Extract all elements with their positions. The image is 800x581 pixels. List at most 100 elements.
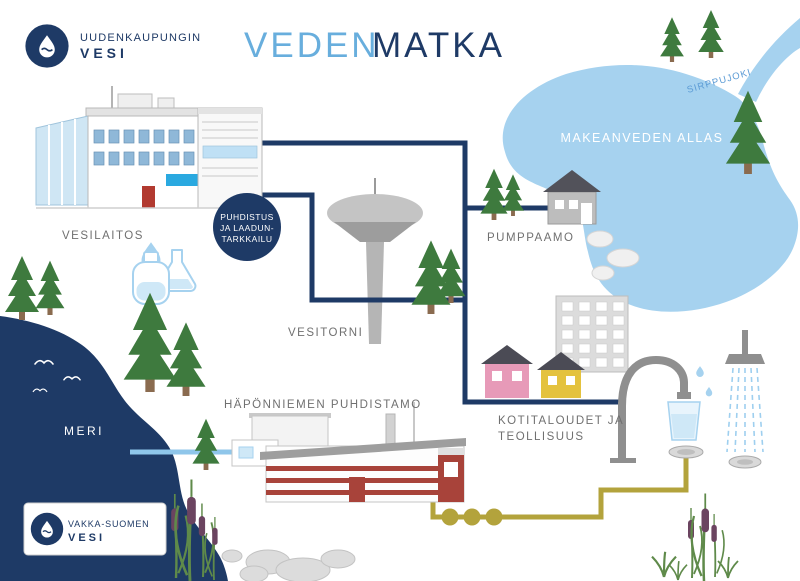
badge-line1: PUHDISTUS <box>220 212 274 222</box>
title-word2: MATKA <box>372 26 505 65</box>
house-wall <box>485 364 529 398</box>
house-window <box>512 371 522 381</box>
industry-windows <box>561 301 625 368</box>
tree-icon <box>480 168 508 220</box>
brand-top: UUDENKAUPUNGIN VESI <box>24 23 201 69</box>
floor-drain-inner <box>677 449 695 455</box>
drop-icon <box>705 386 713 397</box>
plant-door <box>349 477 365 502</box>
floor-drain-inner <box>737 459 753 465</box>
page-title: VEDEN MATKA <box>244 26 505 65</box>
red-door <box>142 186 155 208</box>
bottle-liquid <box>136 282 166 301</box>
brand-top-name: UUDENKAUPUNGIN <box>80 32 201 44</box>
tap-stand <box>618 402 626 462</box>
blue-sign <box>166 174 198 186</box>
tree-icon <box>166 322 206 396</box>
brand-bottom: VAKKA-SUOMEN VESI <box>23 502 167 556</box>
right-block-parapet <box>198 108 262 114</box>
yellow-house <box>537 352 585 398</box>
station-window <box>555 200 564 209</box>
station-roof <box>543 170 601 192</box>
brick-stripe <box>266 466 464 471</box>
house-roof <box>537 352 585 370</box>
roof-unit <box>117 93 153 109</box>
shower-spray <box>726 367 764 453</box>
brand-top-vesi: VESI <box>80 45 128 61</box>
grass-icon <box>650 550 678 579</box>
pink-house <box>481 345 533 398</box>
lake-stones <box>586 230 640 281</box>
slanted-roof <box>260 438 466 460</box>
badge-line3: TARKKAILU <box>221 234 272 244</box>
house-roof <box>481 345 533 364</box>
glass-water <box>671 414 697 438</box>
brand-bottom-box <box>23 502 167 556</box>
stone-icon <box>586 230 614 248</box>
house-window <box>548 376 557 385</box>
drop-icon <box>696 366 704 378</box>
badge-line2: JA LAADUN- <box>220 223 274 233</box>
tree-icon <box>192 418 220 470</box>
treatment-plant-label: HÄPÖNNIEMEN PUHDISTAMO <box>224 399 422 411</box>
tree-icon <box>501 174 525 216</box>
brand-bottom-vesi: VESI <box>68 532 105 544</box>
households-label-line1: KOTITALOUDET JA <box>498 415 624 427</box>
sewage-pump-icon <box>463 508 481 526</box>
river-channel <box>738 18 800 102</box>
tower-stem <box>366 242 384 344</box>
window-row <box>93 129 195 166</box>
brand-bottom-name: VAKKA-SUOMEN <box>68 519 149 529</box>
tree-icon <box>660 17 684 62</box>
shower-pipe <box>742 330 748 354</box>
tree-icon <box>123 292 177 392</box>
outfall-window <box>238 446 254 459</box>
utility-logo-icon <box>30 512 64 546</box>
utility-logo-icon <box>24 23 70 69</box>
red-tower-cap <box>438 448 464 455</box>
faucet-spout <box>677 392 691 399</box>
reed-icon <box>687 507 703 579</box>
grass-icon <box>668 560 688 581</box>
tower-feed-pipe <box>250 192 467 303</box>
pumping-station-label: PUMPPAAMO <box>487 232 574 244</box>
water-tower-label: VESITORNI <box>288 327 363 339</box>
sewage-pump-icon <box>485 508 503 526</box>
waterworks-label: VESILAITOS <box>62 230 144 242</box>
shower-head-icon <box>725 354 765 364</box>
freshwater-lake <box>502 18 800 312</box>
station-window <box>569 200 578 209</box>
households-label-line2: TEOLLISUUS <box>498 431 585 443</box>
lake-label: MAKEANVEDEN ALLAS <box>560 131 723 145</box>
house-window <box>492 371 502 381</box>
station-door <box>581 203 592 224</box>
pumping-station-building <box>543 170 601 225</box>
red-tower-window <box>444 462 458 477</box>
badge-circle <box>213 193 281 261</box>
tap-and-glass <box>610 355 713 463</box>
reed-icon <box>710 513 725 578</box>
faucet-icon <box>618 355 688 407</box>
tower-cap-underside <box>334 222 416 242</box>
window-band <box>202 145 258 159</box>
sewage-pump-icon <box>441 508 459 526</box>
water-tower <box>327 178 423 344</box>
stone-icon <box>221 549 243 563</box>
pipes <box>130 140 689 526</box>
quality-badge: PUHDISTUS JA LAADUN- TARKKAILU <box>213 193 281 261</box>
stone-icon <box>320 549 356 569</box>
roof-unit <box>157 97 175 109</box>
stone-icon <box>275 557 331 581</box>
house-window <box>566 376 575 385</box>
roof-deck <box>85 107 201 117</box>
tree-icon <box>698 10 724 58</box>
reed-icon <box>690 492 711 581</box>
title-word1: VEDEN <box>244 26 380 65</box>
clean-water-main-pipe <box>255 140 622 405</box>
waterworks-building <box>35 86 263 209</box>
stone-icon <box>606 248 640 268</box>
chimney <box>385 413 396 447</box>
sea-label: MERI <box>64 424 104 438</box>
lake-shape <box>502 65 799 312</box>
